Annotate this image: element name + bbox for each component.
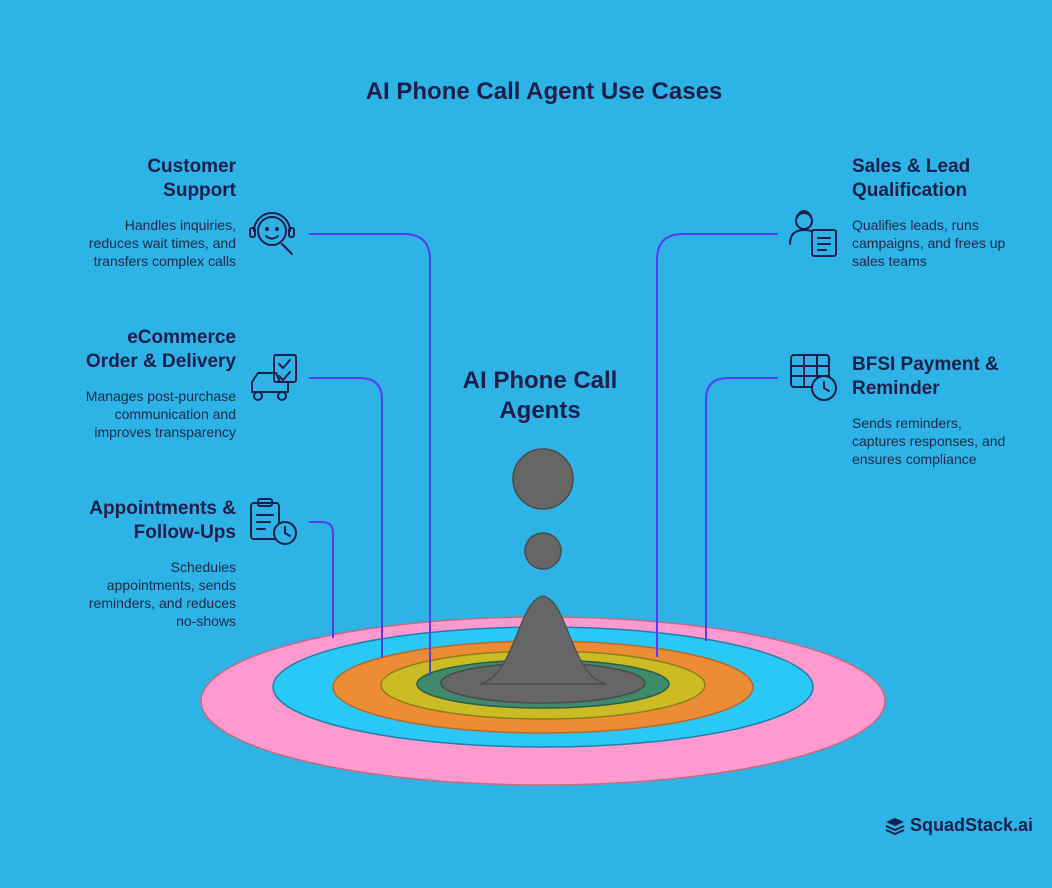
customer-support-title: Customer Support — [66, 155, 236, 203]
bfsi-title: BFSI Payment & Reminder — [852, 353, 1022, 401]
connectors — [309, 233, 778, 676]
stack-icon — [885, 817, 905, 835]
center-title-line-2: Agents — [499, 397, 581, 424]
appointments-desc-line: appointments, sends — [106, 577, 236, 593]
customer-support-desc-line: transfers complex calls — [93, 253, 236, 269]
connector-appointments — [309, 521, 334, 638]
sales-title: Sales & Lead Qualification — [852, 155, 1022, 203]
ecommerce-desc-line: Manages post-purchase — [85, 388, 236, 404]
center-title: AI Phone Call Agents — [440, 366, 640, 426]
connector-ecommerce — [309, 377, 383, 658]
sales-desc-line: sales teams — [852, 253, 927, 269]
connector-bfsi — [705, 377, 778, 641]
delivery-checklist-icon — [251, 354, 297, 401]
ecommerce-desc-line: improves transparency — [94, 424, 236, 440]
sales-desc-line: Qualifies leads, runs — [852, 217, 979, 233]
ecommerce-desc-line: communication and — [114, 406, 236, 422]
bfsi-title-line: BFSI Payment & — [852, 354, 999, 375]
bfsi-desc: Sends reminders, captures responses, and… — [852, 414, 1042, 468]
appointments-title-line: Appointments & — [89, 498, 236, 519]
center-title-line-1: AI Phone Call — [462, 367, 618, 394]
bfsi-desc-line: captures responses, and — [852, 433, 1006, 449]
appointments-desc-line: reminders, and reduces — [88, 595, 236, 611]
connector-customer-support — [309, 233, 431, 676]
customer-support-desc-line: Handles inquiries, — [124, 217, 236, 233]
customer-support-title-line: Support — [163, 180, 236, 201]
sales-title-line: Qualification — [852, 180, 968, 201]
splash-spike — [479, 595, 607, 685]
connector-sales — [656, 233, 778, 657]
headset-support-icon — [249, 212, 295, 255]
sales-desc-line: campaigns, and frees up — [852, 235, 1006, 251]
person-document-icon — [789, 210, 837, 257]
bfsi-desc-line: Sends reminders, — [852, 415, 962, 431]
bfsi-desc-line: ensures compliance — [852, 451, 977, 467]
sales-desc: Qualifies leads, runs campaigns, and fre… — [852, 216, 1042, 270]
ecommerce-title-line: eCommerce — [127, 327, 236, 348]
page-title: AI Phone Call Agent Use Cases — [365, 78, 723, 105]
ecommerce-title-line: Order & Delivery — [86, 351, 236, 372]
customer-support-desc-line: reduces wait times, and — [88, 235, 236, 251]
customer-support-desc: Handles inquiries, reduces wait times, a… — [46, 216, 236, 270]
brand-name: SquadStack.ai — [910, 815, 1034, 835]
brand-logo: SquadStack.ai — [884, 815, 1033, 836]
clipboard-clock-icon — [250, 498, 297, 545]
appointments-desc-line: Schedules — [170, 559, 236, 575]
droplet-large — [512, 448, 574, 510]
sales-title-line: Sales & Lead — [852, 156, 971, 177]
appointments-title: Appointments & Follow-Ups — [66, 497, 236, 545]
appointments-desc-line: no-shows — [176, 613, 236, 629]
table-clock-icon — [790, 354, 837, 401]
droplet-small — [524, 532, 562, 570]
appointments-title-line: Follow-Ups — [133, 522, 236, 543]
bfsi-title-line: Reminder — [852, 378, 940, 399]
ecommerce-desc: Manages post-purchase communication and … — [46, 387, 236, 441]
ecommerce-title: eCommerce Order & Delivery — [66, 326, 236, 374]
appointments-desc: Schedules appointments, sends reminders,… — [46, 558, 236, 630]
customer-support-title-line: Customer — [147, 156, 236, 177]
